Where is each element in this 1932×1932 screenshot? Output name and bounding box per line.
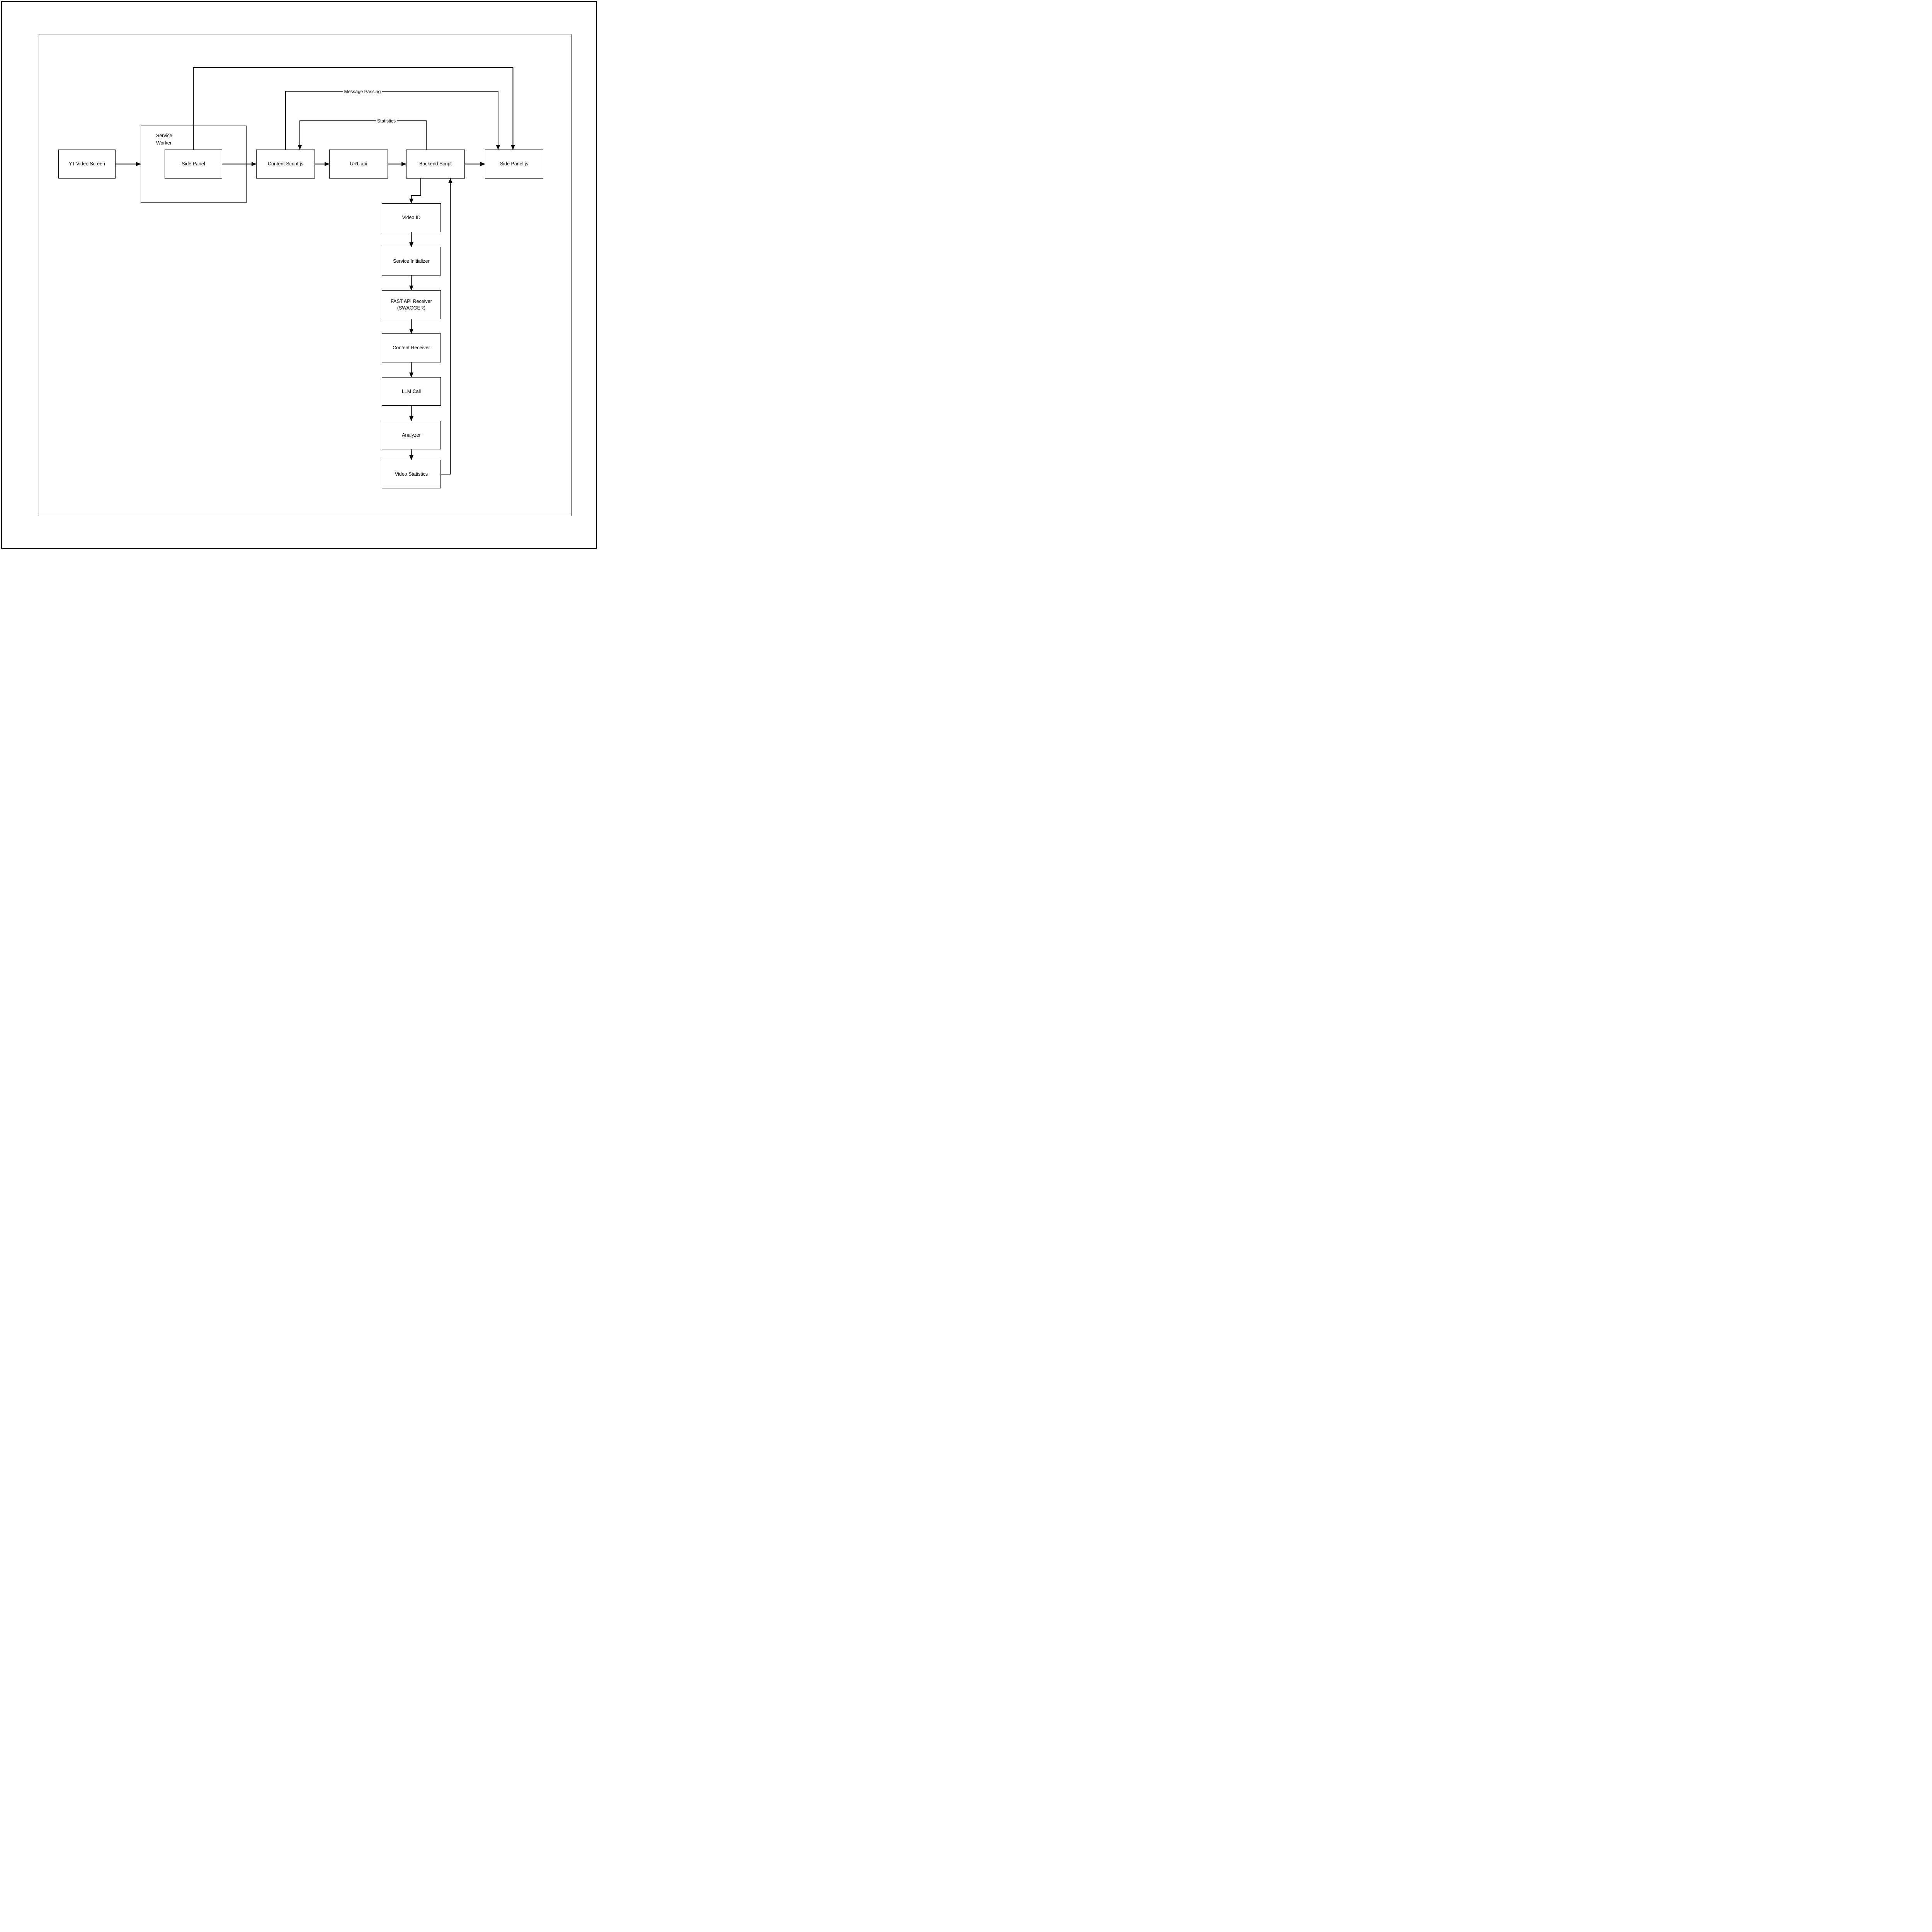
edge-label-message-passing: Message Passing — [343, 89, 382, 94]
node-yt-video-screen: YT Video Screen — [58, 150, 116, 179]
edge-message-passing — [285, 91, 500, 150]
edge-label-statistics: Statistics — [376, 118, 397, 124]
edge-backend-to-video-id — [409, 179, 421, 204]
node-content-script-js: Content Script js — [256, 150, 315, 179]
outer-border — [1, 1, 597, 549]
node-analyzer: Analyzer — [382, 421, 441, 449]
node-content-receiver: Content Receiver — [382, 333, 441, 362]
node-fast-api-receiver: FAST API Receiver (SWAGGER) — [382, 290, 441, 319]
node-video-statistics: Video Statistics — [382, 460, 441, 488]
node-side-panel: Side Panel — [165, 150, 222, 179]
node-side-panel-js: Side Panel.js — [485, 150, 543, 179]
edge-statistics — [298, 120, 427, 150]
node-llm-call: LLM Call — [382, 377, 441, 406]
inner-frame — [39, 34, 571, 516]
diagram-canvas: Service Worker YT Video Screen Side Pane… — [0, 0, 599, 551]
edge-side-panel-to-side-panel-js-top — [193, 67, 515, 150]
node-service-initializer: Service Initializer — [382, 247, 441, 276]
node-url-api: URL api — [329, 150, 388, 179]
group-service-worker-label: Service Worker — [156, 133, 172, 146]
edge-layer — [116, 67, 515, 474]
node-video-id: Video ID — [382, 203, 441, 232]
node-backend-script: Backend Script — [406, 150, 465, 179]
edge-video-statistics-to-backend — [441, 178, 452, 474]
